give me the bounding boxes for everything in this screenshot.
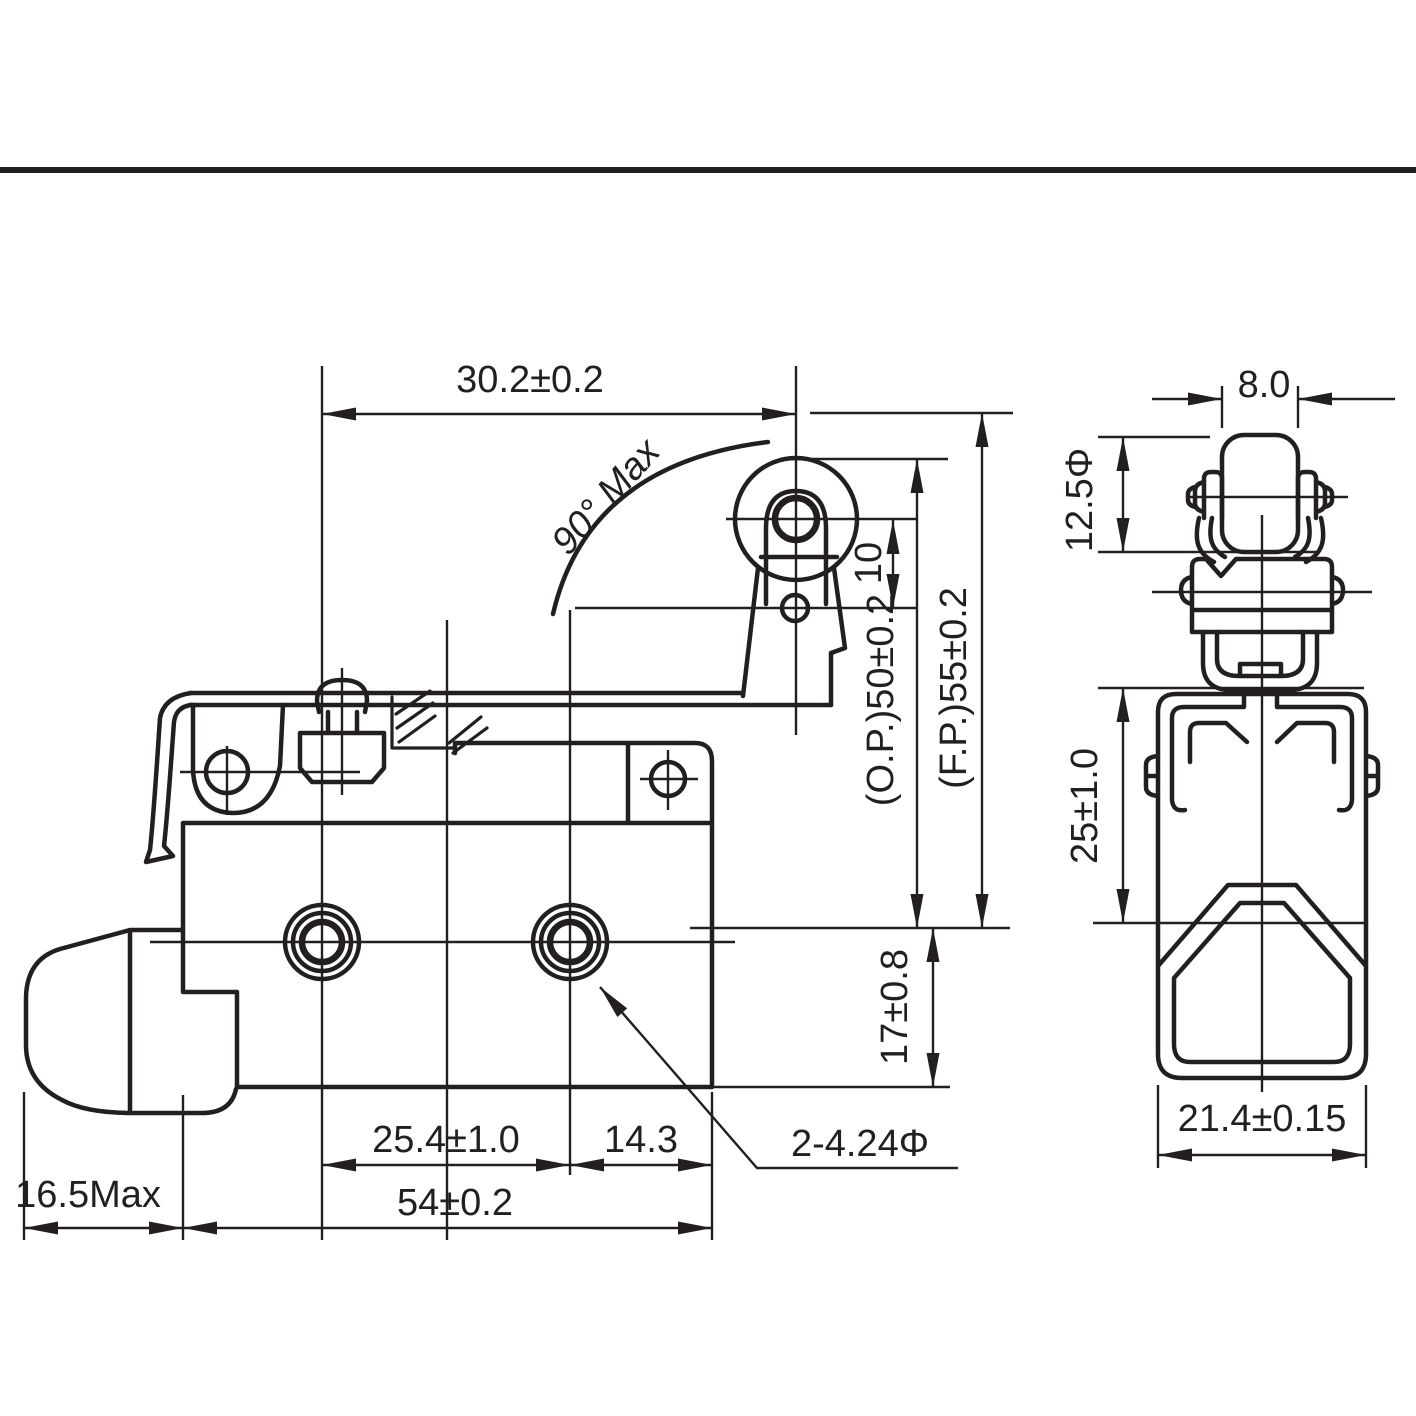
front-boot	[1155, 882, 1369, 1081]
dim-base-height: 17±0.8	[874, 949, 916, 1065]
dim-roller-hole-offset: 10	[848, 542, 890, 584]
leader-mount-hole-note	[599, 986, 958, 1170]
front-view: 8.0 12.5Φ 25±1.0 21.4±0.15	[1059, 364, 1395, 1168]
dim-operating-position: (O.P.)50±0.2	[860, 594, 902, 806]
roller-bracket	[740, 565, 848, 708]
leaf-spring	[143, 690, 194, 865]
front-centerline-set	[1152, 495, 1372, 1092]
dim-hole-to-edge: 14.3	[604, 1119, 678, 1161]
top-rule	[0, 167, 1416, 173]
dim-roller-diameter: 12.5Φ	[1059, 448, 1101, 552]
lever-fastener-hatch	[390, 689, 489, 755]
side-view: 30.2±0.2 90° Max 10 (O.P.)50±0.2 (F.P.)5…	[15, 359, 1013, 1240]
side-outline	[23, 439, 860, 1116]
dim-body-width: 21.4±0.15	[1178, 1098, 1347, 1140]
dim-mount-hole-note: 2-4.24Φ	[791, 1123, 929, 1165]
dim-hole-spacing: 25.4±1.0	[372, 1119, 520, 1161]
dim-free-position: (F.P.)55±0.2	[933, 587, 975, 789]
front-outline	[1143, 432, 1381, 1081]
front-fork-bracket	[1185, 469, 1335, 565]
dim-lever-length: 30.2±0.2	[456, 359, 604, 401]
lever-arm	[187, 690, 834, 708]
dim-body-length: 54±0.2	[397, 1182, 513, 1224]
front-centerlines	[1093, 386, 1372, 1168]
roller-boss	[758, 488, 840, 607]
front-roller	[1219, 432, 1301, 555]
side-centerline-set	[22, 366, 918, 1240]
dim-roller-width: 8.0	[1238, 364, 1291, 406]
dim-lever-angle: 90° Max	[544, 429, 670, 562]
front-extension-lines	[1093, 386, 1368, 1168]
rotation-arc	[550, 439, 771, 617]
dim-upper-height: 25±1.0	[1064, 748, 1106, 864]
side-centerlines	[22, 366, 1013, 1240]
hinge-bracket	[190, 702, 286, 816]
front-dimensions: 8.0 12.5Φ 25±1.0 21.4±0.15	[1059, 364, 1395, 1162]
side-dimensions: 30.2±0.2 90° Max 10 (O.P.)50±0.2 (F.P.)5…	[15, 359, 989, 1235]
dim-boot-length: 16.5Max	[15, 1174, 161, 1216]
front-plunger-clip	[1200, 629, 1320, 693]
rubber-boot	[23, 927, 239, 1116]
side-extension-lines	[690, 411, 1013, 1089]
